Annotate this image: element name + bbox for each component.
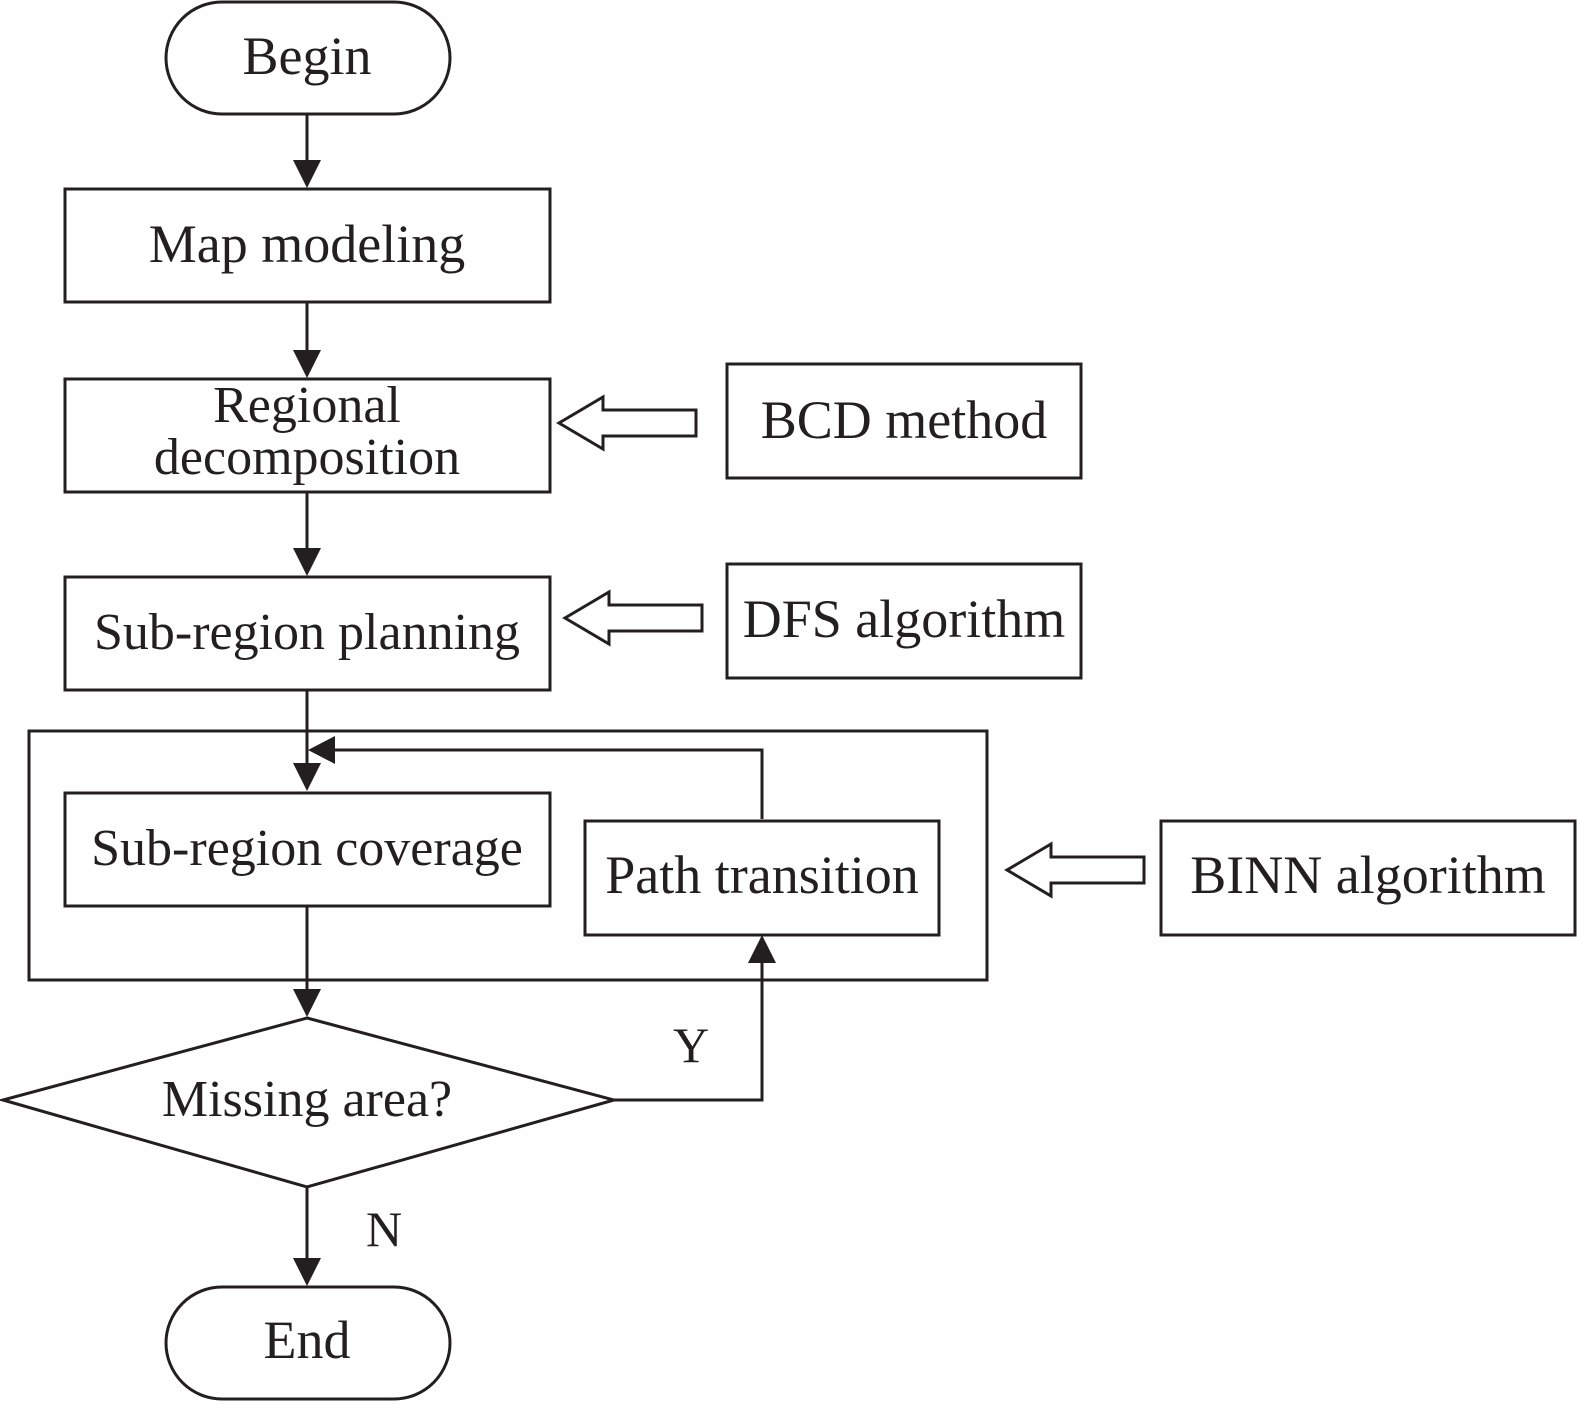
end-node: End <box>164 1285 452 1401</box>
dfs-algorithm-box <box>725 562 1083 680</box>
arrowhead-transition <box>748 935 776 963</box>
branch-no-label: N <box>366 1201 402 1257</box>
arrowhead-loop <box>308 736 335 764</box>
missing-area-label: Missing area? <box>162 1071 452 1128</box>
regional-decomposition-node: Regional decomposition <box>63 377 552 494</box>
regional-decomposition-box <box>63 377 552 494</box>
bcd-input-arrow <box>556 394 698 452</box>
connector-transition-loop <box>335 748 764 819</box>
regional-decomposition-label-line2: decomposition <box>154 429 460 486</box>
arrowhead-end <box>293 1258 321 1286</box>
branch-yes-label: Y <box>673 1017 709 1073</box>
connector-yes-to-transition <box>614 963 764 1102</box>
arrowhead-decision <box>293 989 321 1017</box>
sub-region-planning-node: Sub-region planning <box>63 575 552 692</box>
path-transition-box <box>583 819 941 937</box>
bcd-method-node: BCD method <box>725 362 1083 480</box>
bcd-method-box <box>725 362 1083 480</box>
map-modeling-box <box>63 187 552 304</box>
binn-algorithm-box <box>1159 819 1577 937</box>
sub-region-coverage-label: Sub-region coverage <box>91 820 523 877</box>
end-label: End <box>264 1310 351 1370</box>
dfs-algorithm-node: DFS algorithm <box>725 562 1083 680</box>
missing-area-decision: Missing area? <box>0 1016 620 1189</box>
bcd-method-label: BCD method <box>761 390 1048 450</box>
sub-region-coverage-box <box>63 791 552 908</box>
sub-region-planning-label: Sub-region planning <box>94 604 520 661</box>
arrowhead-map <box>293 160 321 188</box>
map-modeling-label: Map modeling <box>149 214 465 274</box>
begin-node: Begin <box>164 0 452 116</box>
arrowhead-planning <box>293 548 321 576</box>
binn-input-arrow <box>1004 841 1146 899</box>
coverage-stage-frame <box>27 729 989 982</box>
sub-region-planning-box <box>63 575 552 692</box>
binn-algorithm-label: BINN algorithm <box>1190 845 1545 905</box>
missing-area-diamond <box>0 1016 620 1189</box>
binn-algorithm-node: BINN algorithm <box>1159 819 1577 937</box>
map-modeling-node: Map modeling <box>63 187 552 304</box>
begin-shape <box>164 0 452 116</box>
path-transition-node: Path transition <box>583 819 941 937</box>
dfs-algorithm-label: DFS algorithm <box>743 589 1066 649</box>
begin-label: Begin <box>243 26 372 86</box>
arrowhead-regional <box>293 350 321 378</box>
arrowhead-coverage <box>293 763 321 791</box>
sub-region-coverage-node: Sub-region coverage <box>63 791 552 908</box>
path-transition-label: Path transition <box>605 845 918 905</box>
end-shape <box>164 1285 452 1401</box>
dfs-input-arrow <box>562 589 704 647</box>
regional-decomposition-label-line1: Regional <box>213 377 401 434</box>
connectors <box>293 114 776 1286</box>
